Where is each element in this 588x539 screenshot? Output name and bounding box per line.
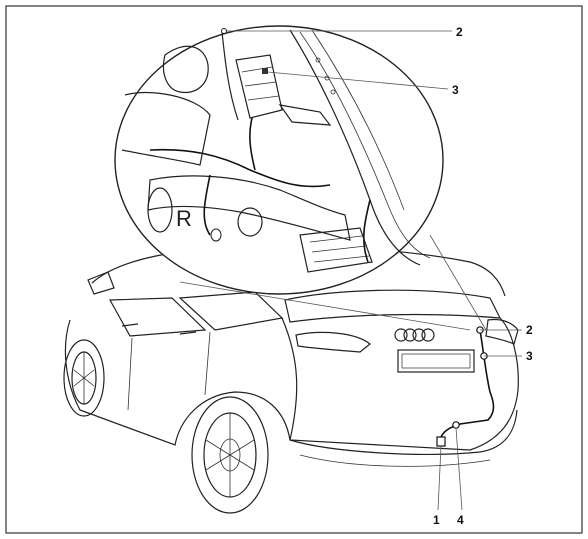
detail-small-grommet	[210, 228, 222, 242]
leader-car-1	[437, 445, 442, 511]
license-plate	[401, 353, 471, 369]
brand-rings	[394, 328, 435, 342]
point-1-car	[436, 436, 446, 447]
leader-detail-3	[267, 71, 449, 90]
tailgate	[281, 317, 519, 451]
detail-plug-oval	[147, 187, 173, 233]
detail-bracket	[278, 104, 332, 126]
bumper-lower	[299, 454, 491, 467]
detail-magnifier: R	[114, 25, 487, 331]
side-mirror	[87, 271, 115, 295]
detail-control-unit	[235, 54, 283, 119]
detail-lower-cable	[363, 199, 371, 263]
connector-3	[262, 68, 268, 74]
callout-car-1: 1	[433, 513, 440, 527]
detail-pillar-edge-2	[311, 29, 405, 211]
callout-car-4: 4	[457, 513, 464, 527]
detail-fuse-box	[299, 227, 373, 273]
detail-letter: R	[176, 206, 192, 231]
callout-car-2: 2	[526, 323, 533, 337]
rear-bumper	[289, 409, 518, 455]
rear-wheel	[191, 396, 269, 514]
detail-circle	[114, 25, 444, 295]
callout-labels: 2 3 2 3 1 4	[433, 25, 533, 527]
point-4-car	[452, 421, 460, 429]
harness-route	[439, 329, 495, 441]
detail-harness-branch	[203, 174, 211, 236]
callout-car-3: 3	[526, 349, 533, 363]
control-unit-ribs	[241, 66, 280, 101]
callout-detail-2: 2	[456, 25, 463, 39]
detail-pillar-edge	[299, 31, 431, 259]
detail-seat-back	[121, 91, 211, 166]
pillar-hole	[315, 57, 321, 63]
pillar-hole	[330, 89, 336, 95]
front-wheel	[63, 339, 105, 417]
car-body-side	[64, 319, 291, 446]
detail-headrest	[162, 45, 209, 94]
car-illustration	[63, 245, 519, 514]
leader-car-4	[455, 427, 463, 511]
detail-harness-main	[149, 148, 331, 188]
detail-harness-riser	[249, 117, 256, 171]
side-window-front	[108, 297, 207, 337]
tail-light-left	[295, 331, 371, 353]
callout-detail-3: 3	[452, 83, 459, 97]
callout-leaders	[221, 28, 522, 511]
license-plate-recess	[397, 349, 475, 373]
door-handle-rear	[179, 331, 197, 335]
zoom-line-left	[179, 281, 471, 331]
tail-light-right	[485, 318, 519, 345]
detail-grommet	[237, 207, 263, 237]
fuse-box-slots	[309, 235, 370, 263]
front-door-line	[127, 337, 133, 411]
door-handle-front	[121, 323, 139, 327]
detail-cable-up	[221, 31, 239, 121]
leader-dot	[221, 28, 227, 34]
detail-pillar	[289, 29, 421, 266]
detail-trim-panel	[147, 175, 351, 241]
zoom-line-right	[429, 234, 487, 331]
rear-door-line	[204, 331, 211, 396]
